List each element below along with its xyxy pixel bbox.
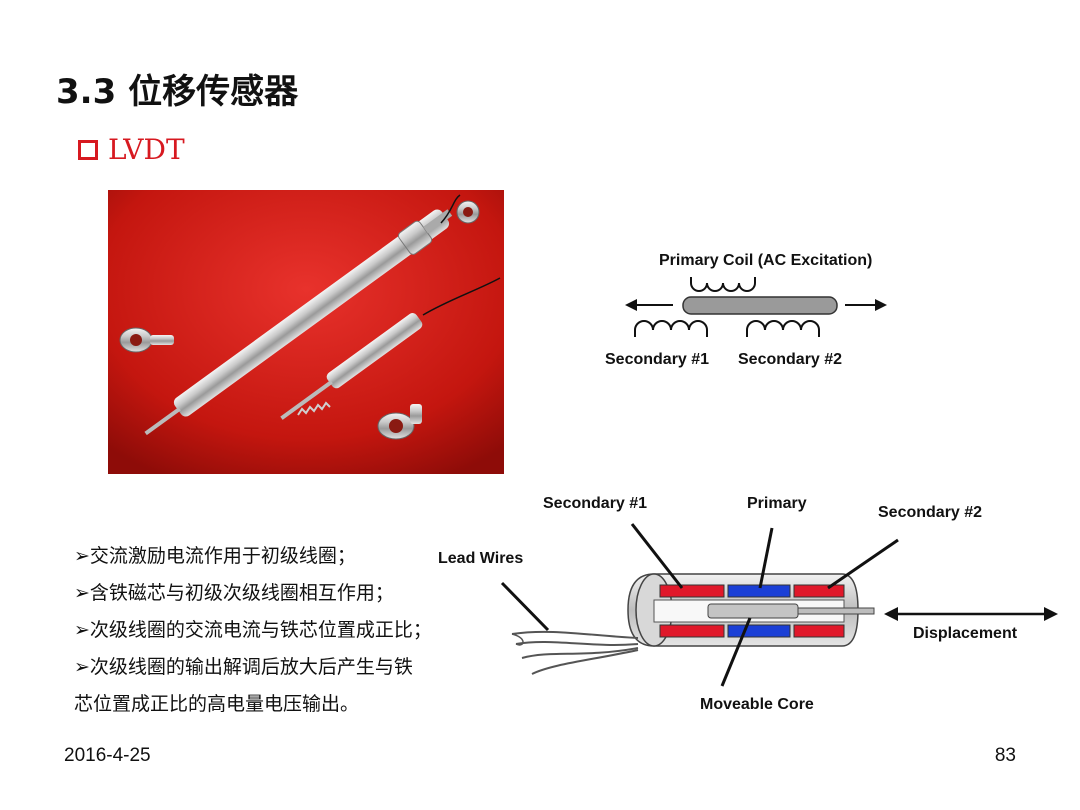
lead-wires-label: Lead Wires — [438, 550, 523, 567]
square-bullet-icon — [78, 139, 98, 160]
lvdt-secondary1-label: Secondary #1 — [543, 495, 647, 512]
list-item: ➢交流激励电流作用于初级线圈； — [74, 545, 356, 567]
list-item: ➢含铁磁芯与初级次级线圈相互作用； — [74, 582, 394, 604]
list-item: 芯位置成正比的高电量电压输出。 — [74, 693, 360, 715]
bullet-list: ➢交流激励电流作用于初级线圈； ➢含铁磁芯与初级次级线圈相互作用； ➢次级线圈的… — [74, 538, 484, 723]
lvdt-cutaway-diagram: Secondary #1 Primary Secondary #2 Lead W… — [438, 495, 1058, 713]
lvdt-primary-label: Primary — [747, 495, 807, 512]
subtitle: LVDT — [108, 133, 185, 166]
lvdt-product-photo — [108, 190, 504, 474]
coil-schematic-diagram: Primary Coil (AC Excitation) Secondary #… — [605, 252, 887, 368]
subtitle-row: LVDT — [78, 133, 185, 166]
page-number: 83 — [994, 745, 1016, 766]
list-item: ➢次级线圈的交流电流与铁芯位置成正比； — [74, 619, 432, 641]
page-title: 3.3 位移传感器 — [56, 72, 299, 112]
moveable-core-label: Moveable Core — [700, 696, 814, 713]
lvdt-secondary2-label: Secondary #2 — [878, 504, 982, 521]
secondary2-label: Secondary #2 — [738, 351, 842, 368]
footer-date: 2016-4-25 — [64, 745, 151, 766]
list-item: ➢次级线圈的输出解调后放大后产生与铁 — [74, 656, 413, 678]
displacement-label: Displacement — [913, 625, 1018, 642]
primary-coil-label: Primary Coil (AC Excitation) — [659, 252, 872, 269]
secondary1-label: Secondary #1 — [605, 351, 709, 368]
